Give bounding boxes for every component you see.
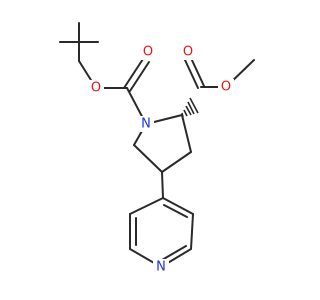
- bond-py-4-inner: [161, 245, 187, 261]
- atom-o-carbonyl-methyl: O: [183, 45, 193, 60]
- bond-ester-co-double-a: [184, 59, 199, 89]
- bond-py-1: [129, 197, 164, 215]
- bond-py-6-inner: [163, 204, 188, 218]
- bond-ring-to-pyridine: [161, 171, 164, 199]
- bond-boc-co-double-b: [129, 61, 150, 92]
- bond-py-5: [190, 213, 194, 250]
- bond-ring-c3-c4: [161, 151, 192, 173]
- molecule-structure: O O O O N N: [59, 22, 255, 275]
- bond-ring-c4-c5: [133, 144, 163, 173]
- atom-o-ester-methyl: O: [221, 80, 231, 95]
- atom-n-pyrrolidine: N: [141, 117, 151, 132]
- atom-o-ester-boc: O: [91, 81, 101, 96]
- atom-o-carbonyl-boc: O: [143, 45, 153, 60]
- bond-ring-c2-c3: [181, 114, 192, 153]
- bond-boc-co-double-a: [123, 58, 144, 89]
- atom-n-pyridine: N: [156, 260, 166, 275]
- bond-py-6: [162, 197, 194, 215]
- bond-ester-co-double-b: [190, 57, 205, 87]
- hashed-wedge-bond: [181, 97, 199, 118]
